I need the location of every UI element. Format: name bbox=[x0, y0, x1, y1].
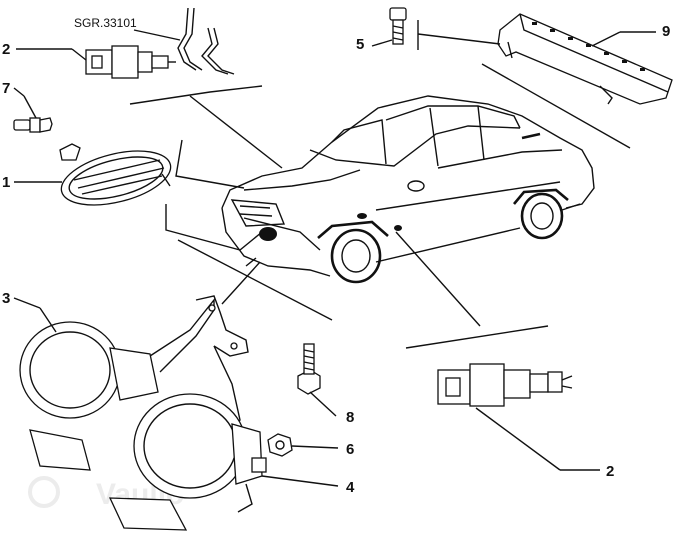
exploded-view-lines bbox=[129, 85, 549, 349]
leader-6 bbox=[291, 445, 339, 449]
brake-light-leds bbox=[532, 22, 645, 71]
reference-leader bbox=[133, 29, 181, 41]
third-brake-light bbox=[497, 13, 673, 105]
bulb bbox=[13, 117, 53, 133]
leader-7 bbox=[13, 87, 25, 97]
callout-4: 4 bbox=[346, 479, 355, 496]
callout-9: 9 bbox=[662, 23, 670, 40]
nut bbox=[267, 433, 293, 457]
leader-8 bbox=[309, 391, 337, 417]
callout-1: 1 bbox=[2, 174, 10, 191]
switch-top bbox=[85, 45, 176, 79]
leader-3 bbox=[13, 297, 41, 309]
leader-4 bbox=[261, 475, 339, 487]
horn-a bbox=[19, 295, 249, 471]
side-indicator bbox=[59, 143, 172, 206]
wiring-clips bbox=[177, 7, 235, 75]
car-illustration bbox=[221, 95, 595, 284]
brake-light-body bbox=[497, 13, 673, 105]
leader-5 bbox=[371, 39, 393, 47]
callout-2-bottom: 2 bbox=[606, 463, 614, 480]
screw bbox=[389, 7, 407, 45]
leader-2-bottom bbox=[475, 407, 561, 471]
bolt bbox=[297, 343, 321, 395]
switch-bottom bbox=[437, 363, 573, 407]
callout-3: 3 bbox=[2, 290, 10, 307]
callout-6: 6 bbox=[346, 441, 354, 458]
callout-5: 5 bbox=[356, 36, 364, 53]
horn-b bbox=[108, 393, 267, 531]
callout-2-top: 2 bbox=[2, 41, 10, 58]
callout-8: 8 bbox=[346, 409, 354, 426]
reference-code: SGR.33101 bbox=[74, 16, 137, 30]
callout-7: 7 bbox=[2, 80, 10, 97]
